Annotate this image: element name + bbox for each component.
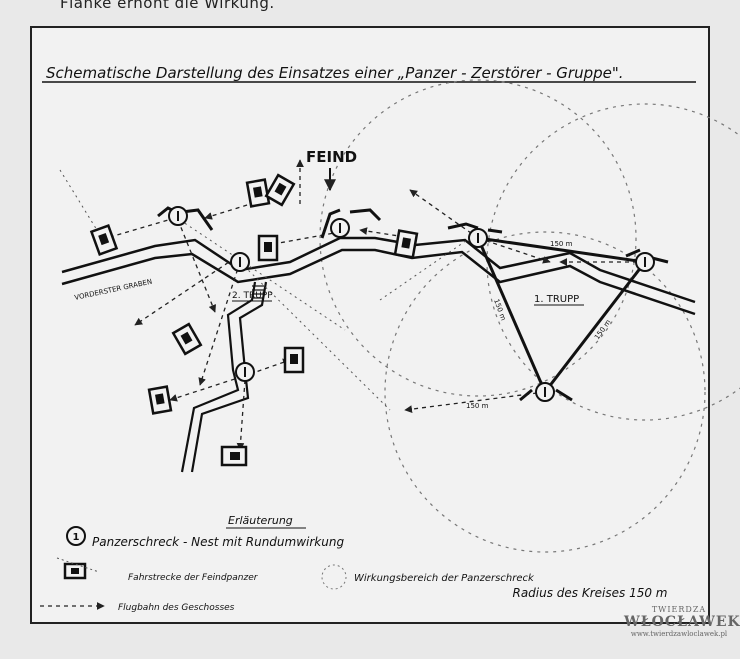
trupp1-triangle [476, 236, 647, 393]
enemy-tank-icon [171, 322, 203, 356]
legend: Erläuterung 1 Panzerschreck - Nest mit R… [40, 514, 668, 613]
nest-marker [168, 206, 188, 226]
track-lines [59, 169, 471, 411]
distance-label: 150 m [466, 402, 489, 410]
enemy-tank-icon [220, 445, 248, 467]
legend-flugbahn-text: Flugbahn des Geschosses [118, 603, 235, 613]
enemy-tanks [90, 173, 419, 467]
range-circles [319, 79, 740, 553]
trench-label: VORDERSTER GRABEN [74, 278, 153, 302]
legend-radius-text: Radius des Kreises 150 m [512, 586, 667, 600]
enemy-tank-icon [283, 346, 305, 374]
nest-marker [535, 382, 555, 402]
top-caption: Flanke erhöht die Wirkung. [60, 0, 275, 12]
legend-wirkungsbereich-text: Wirkungsbereich der Panzerschreck [354, 573, 535, 584]
nest-marker [230, 252, 250, 272]
range-circle-bottom [384, 231, 706, 553]
tank-track-legend-icon [56, 557, 100, 580]
nest-marker [635, 252, 655, 272]
nest-legend-numeral: 1 [73, 532, 80, 543]
feind-label: FEIND [306, 148, 357, 166]
nest-emplacements [157, 206, 669, 402]
enemy-tank-icon [245, 178, 271, 208]
watermark-line1: TWIERDZA [651, 605, 707, 614]
distance-label: 150 m [593, 318, 613, 341]
trupp1-label: 1. TRUPP [534, 294, 579, 305]
watermark-line2: WŁOCŁAWEK [624, 614, 740, 630]
watermark-line3: www.twierdzawloclawek.pl [630, 630, 728, 638]
trench-hatching [252, 285, 264, 299]
watermark-logo: TWIERDZA WŁOCŁAWEK www.twierdzawloclawek… [624, 605, 740, 655]
legend-heading: Erläuterung [228, 514, 293, 527]
nest-marker [468, 228, 488, 248]
diagram-title: Schematische Darstellung des Einsatzes e… [46, 64, 624, 82]
trupp2-label: 2. TRUPP [232, 291, 273, 301]
nest-marker [330, 218, 350, 238]
enemy-tank-icon [264, 173, 296, 207]
legend-nest-text: Panzerschreck - Nest mit Rundumwirkung [92, 535, 344, 549]
enemy-tank-icon [147, 385, 173, 415]
range-legend-icon [321, 564, 347, 590]
enemy-tank-icon [257, 234, 279, 262]
enemy-tank-icon [393, 229, 419, 259]
front-trench [61, 236, 696, 316]
nest-marker [235, 362, 255, 382]
legend-fahrstrecke-text: Fahrstrecke der Feindpanzer [128, 573, 259, 583]
range-circle-left [319, 79, 637, 397]
nest-legend-icon [66, 526, 86, 546]
enemy-tank-icon [90, 224, 118, 256]
distance-label: 150 m [550, 240, 573, 248]
